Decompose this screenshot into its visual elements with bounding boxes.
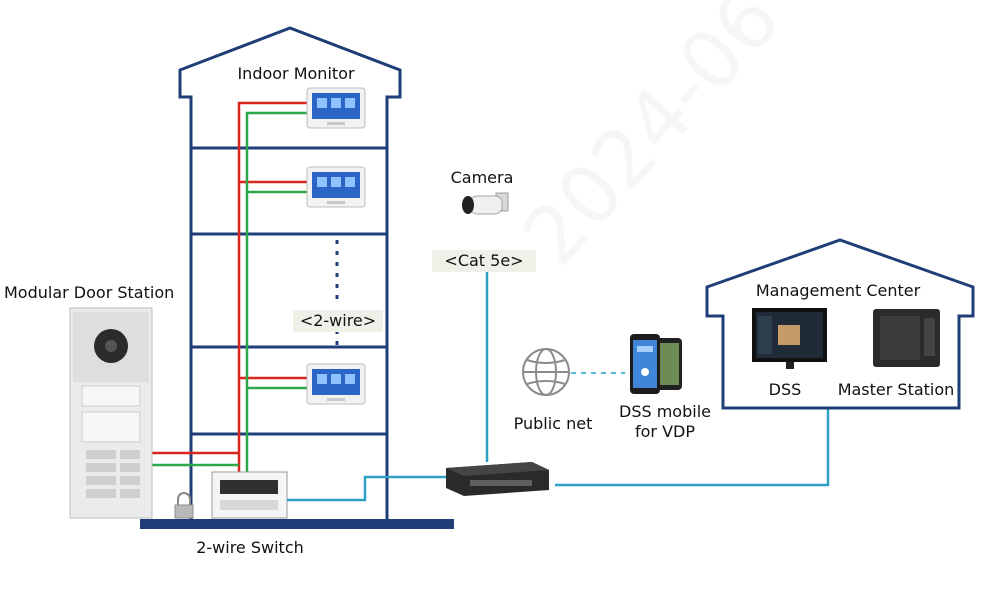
label-dss-mobile: DSS mobile (619, 402, 711, 421)
bullet-camera-icon (462, 192, 509, 215)
two-wire-switch-icon (211, 471, 288, 519)
smartphone-icon (630, 334, 682, 394)
tag-cat5e-bg (432, 250, 536, 272)
management-center-outline (705, 238, 975, 410)
ground-base (140, 519, 454, 529)
lock-icon (174, 492, 194, 519)
building-outline (178, 26, 402, 525)
label-camera: Camera (451, 168, 514, 187)
label-two-wire-switch: 2-wire Switch (196, 538, 304, 557)
label-management-center: Management Center (756, 281, 921, 300)
master-station-icon (873, 309, 940, 367)
monitor-icon (752, 308, 827, 369)
label-indoor-monitor: Indoor Monitor (237, 64, 355, 83)
two-wire-cabling (152, 101, 308, 480)
globe-icon (522, 348, 570, 396)
watermark: 2024-06 (505, 0, 798, 283)
indoor-monitor-icon (306, 363, 366, 405)
door-station-icon (69, 307, 153, 519)
indoor-monitor-icon (306, 87, 366, 129)
label-dss: DSS (769, 380, 802, 399)
label-public-net: Public net (514, 414, 593, 433)
label-two-wire: <2-wire> (300, 311, 376, 330)
network-cabling (287, 268, 830, 502)
label-modular-door-station: Modular Door Station (4, 283, 174, 302)
label-for-vdp: for VDP (635, 422, 695, 441)
label-cat5e: <Cat 5e> (444, 251, 523, 270)
label-master-station: Master Station (838, 380, 955, 399)
tag-two-wire-bg (293, 310, 383, 332)
building (178, 26, 402, 525)
indoor-monitor-icon (306, 166, 366, 208)
network-switch-icon (446, 462, 549, 496)
